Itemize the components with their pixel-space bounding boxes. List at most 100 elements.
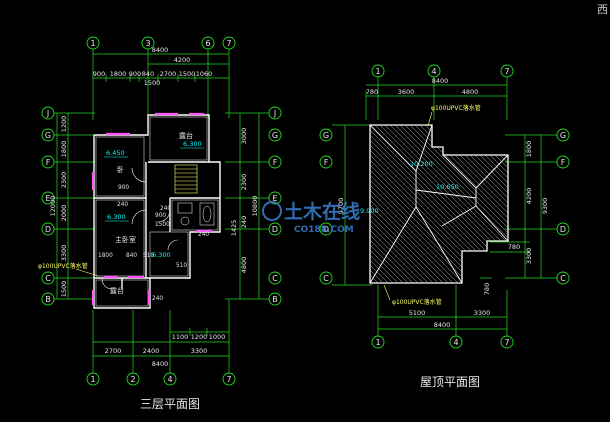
left-plan-room-labels: 露台 卧 主卧室 露台: [110, 131, 193, 295]
axis-label: 4: [431, 67, 436, 76]
dim-detail: 1100: [172, 333, 189, 341]
left-plan-note: φ100UPVC落水管: [38, 262, 99, 277]
right-top-axis-labels: 1 4 7: [375, 67, 509, 76]
roof-hatch-line: [370, 125, 461, 283]
right-plan-title: 屋顶平面图: [420, 375, 480, 389]
left-plan: 1 3 6 7 8400 4200 900 1800 900: [38, 36, 282, 411]
roof-hatch-line: [389, 125, 508, 283]
left-top-axis-labels: 1 3 6 7: [90, 39, 231, 48]
level-mark: 6.300: [152, 251, 171, 259]
dim-detail: 840: [126, 253, 137, 259]
dim-segment: 3600: [398, 88, 415, 96]
dim-detail: 840: [142, 70, 154, 78]
axis-label: G: [272, 131, 278, 140]
left-plan-fixtures: [177, 202, 215, 226]
dim-segment: 4200: [525, 188, 533, 205]
dim-segment: 2300: [240, 174, 248, 191]
left-bottom-dimension-text: 1100 1200 1000 2700 2400 3300 8400: [105, 333, 226, 368]
axis-label: 4: [167, 375, 172, 384]
right-right-dimension-text: 1800 4200 3300 9300 780: [508, 141, 549, 265]
left-bottom-dimension-lines: [92, 300, 230, 373]
dim-total: 8400: [432, 77, 449, 85]
roof-hatch-line: [370, 125, 481, 283]
dim-segment: 3300: [474, 309, 491, 317]
axis-label: D: [272, 225, 278, 234]
drain-note: φ100UPVC落水管: [38, 262, 88, 270]
axis-bubble: [319, 155, 333, 169]
right-right-axis-labels: G F D C: [560, 131, 566, 283]
axis-bubble: [222, 372, 236, 386]
left-left-axis-labels: J G F E D C B: [45, 109, 51, 304]
roof-hatch-line: [370, 125, 411, 283]
axis-label: G: [560, 131, 566, 140]
roof-hatch-line: [370, 125, 486, 283]
left-bottom-axes: [86, 372, 236, 386]
left-plan-stairs: [174, 164, 198, 194]
dim-segment: 1425: [230, 220, 238, 237]
right-bottom-dimension-text: 780 5100 3300 8400: [409, 283, 491, 329]
roof-hatch-line: [370, 125, 416, 283]
dim-segment: 5100: [409, 309, 426, 317]
axis-label: 1: [375, 338, 380, 347]
roof-hatch-line: [370, 125, 466, 283]
axis-label: G: [45, 131, 51, 140]
watermark-logo-icon: [262, 201, 282, 221]
axis-label: B: [272, 295, 278, 304]
dim-detail: 780: [508, 243, 520, 251]
roof-hatch-line: [370, 125, 436, 283]
axis-label: 3: [145, 39, 150, 48]
axis-label: E: [272, 194, 277, 203]
left-plan-windows: [91, 112, 212, 305]
axis-label: C: [560, 274, 566, 283]
right-right-dimension-lines: [490, 134, 557, 279]
axis-label: 2: [130, 375, 135, 384]
axis-bubble: [319, 128, 333, 142]
dim-segment: 1800: [60, 141, 68, 158]
axis-label: 7: [226, 39, 231, 48]
drain-note: φ100UPVC落水管: [431, 104, 481, 112]
watermark-url: CO188.COM: [294, 225, 354, 235]
dim-detail: 510: [143, 253, 154, 259]
corner-glyph: 西: [597, 3, 608, 16]
dim-segment: 3000: [240, 128, 248, 145]
axis-bubble: [449, 335, 463, 349]
dim-detail: 240: [160, 206, 171, 212]
dim-detail: 780: [483, 283, 491, 295]
dim-detail: 900: [129, 70, 141, 78]
room-level: 6.450: [106, 149, 125, 157]
dim-segment: 3300: [191, 347, 208, 355]
axis-label: J: [273, 109, 276, 118]
dim-detail: 240: [240, 216, 248, 228]
dim-segment: 4800: [462, 88, 479, 96]
left-left-dimension-lines: [54, 112, 95, 300]
axis-bubble: [126, 372, 140, 386]
dim-detail: 1000: [209, 333, 226, 341]
axis-label: D: [323, 225, 329, 234]
axis-label: B: [45, 295, 51, 304]
dim-detail: 900: [118, 185, 129, 191]
dim-total: 9300: [541, 198, 549, 215]
dim-segment: 2700: [105, 347, 122, 355]
dim-detail: 900: [155, 213, 166, 219]
dim-segment: 1200: [60, 116, 68, 133]
axis-bubble: [319, 222, 333, 236]
roof-hatch-line: [409, 125, 508, 283]
roof-ridges: [369, 124, 509, 284]
dim-segment: 1800: [525, 141, 533, 158]
axis-label: 1: [90, 39, 95, 48]
dim-segment: 2000: [60, 205, 68, 222]
left-plan-inner-dims: 900 900 1500 1800 840 510 510 240 240 24…: [98, 185, 209, 302]
axis-label: 7: [504, 67, 509, 76]
room-name: 卧: [117, 166, 124, 174]
level-mark: 10.650: [436, 183, 459, 191]
dim-detail: 1500: [144, 79, 161, 87]
room-level: 6.300: [107, 213, 126, 221]
room-name: 露台: [179, 131, 193, 140]
roof-hatch-line: [370, 125, 426, 283]
axis-label: C: [323, 274, 329, 283]
left-left-dimension-text: 12000 1200 1800 2300 2000 3300 1500: [49, 116, 68, 298]
dim-detail: 1500: [179, 70, 196, 78]
dim-detail: 1060: [196, 70, 213, 78]
roof-hatch-line: [370, 125, 446, 283]
